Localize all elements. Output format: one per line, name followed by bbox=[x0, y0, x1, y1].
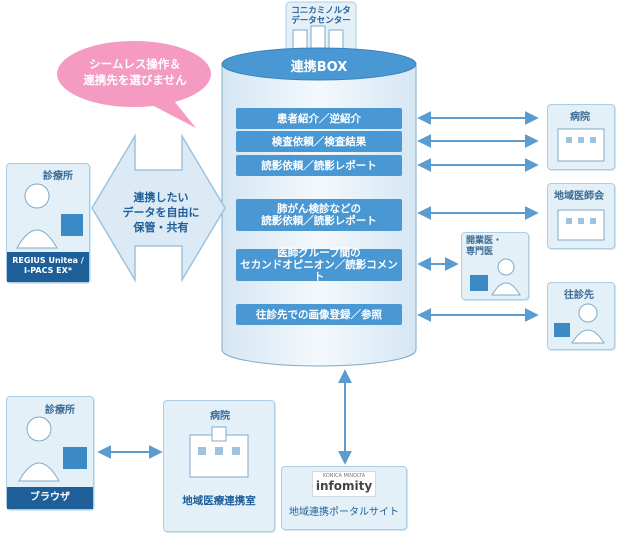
browser-label: ブラウザ bbox=[7, 487, 93, 509]
home-visit-label: 往診先 bbox=[564, 290, 594, 301]
logo-text: infomity bbox=[315, 479, 373, 493]
infomity-logo: KONICA MINOLTA infomity bbox=[312, 471, 376, 497]
medical-association-label: 地域医師会 bbox=[554, 191, 604, 202]
hospital-right-label: 病院 bbox=[570, 112, 590, 123]
hospital-bottom-card: 病院 地域医療連携室 bbox=[163, 400, 275, 532]
hospital-right-card: 病院 bbox=[547, 104, 615, 170]
service-bar-home-visit: 往診先での画像登録／参照 bbox=[236, 304, 402, 325]
service-bar-second-opinion: 医師グループ間の セカンドオピニオン／読影コメント bbox=[236, 247, 402, 283]
clinic-bottom-card: 診療所 ブラウザ bbox=[6, 396, 94, 510]
logo-brand-small: KONICA MINOLTA bbox=[322, 473, 366, 479]
home-visit-card: 往診先 bbox=[547, 282, 615, 350]
right-connection-arrows bbox=[417, 111, 539, 322]
practitioner-icon bbox=[470, 258, 521, 296]
service-bar-reading: 読影依頼／読影レポート bbox=[236, 155, 402, 176]
hospital-bottom-building-icon bbox=[189, 426, 249, 478]
speech-bubble-text: シームレス操作＆ 連携先を選びません bbox=[83, 57, 187, 87]
association-building-icon bbox=[557, 209, 605, 241]
exchange-shape-text: 連携したい データを自由に 保管・共有 bbox=[122, 191, 200, 234]
exchange-arrow-shape bbox=[91, 133, 226, 283]
hospital-building-icon bbox=[557, 128, 605, 162]
service-bar-exam: 検査依頼／検査結果 bbox=[236, 131, 402, 152]
clinic-doctor-icon bbox=[18, 416, 87, 482]
datacenter-label: コニカミノルタ データセンター bbox=[291, 6, 351, 26]
clinic-bottom-label: 診療所 bbox=[45, 405, 75, 416]
practitioner-card: 開業医・ 専門医 bbox=[461, 232, 529, 300]
portal-card: KONICA MINOLTA infomity 地域連携ポータルサイト bbox=[281, 466, 407, 530]
speech-bubble bbox=[55, 39, 213, 128]
clinic-left-label: 診療所 bbox=[43, 171, 73, 182]
clinic-left-card: 診療所 REGIUS Unitea / I-PACS EX* bbox=[6, 163, 90, 283]
service-bar-screening: 肺がん検診などの 読影依頼／読影レポート bbox=[236, 199, 402, 231]
medical-association-card: 地域医師会 bbox=[547, 183, 615, 249]
doctor-icon bbox=[16, 183, 83, 249]
portal-site-label: 地域連携ポータルサイト bbox=[289, 507, 399, 518]
hospital-bottom-label: 病院 bbox=[210, 411, 230, 422]
home-visit-icon bbox=[554, 303, 605, 344]
practitioner-label: 開業医・ 専門医 bbox=[466, 236, 503, 257]
regional-liaison-office-label: 地域医療連携室 bbox=[182, 495, 256, 507]
service-bar-referral: 患者紹介／逆紹介 bbox=[236, 108, 402, 129]
connection-box-title: 連携BOX bbox=[290, 60, 348, 75]
clinic-left-product: REGIUS Unitea / I-PACS EX* bbox=[7, 252, 89, 282]
